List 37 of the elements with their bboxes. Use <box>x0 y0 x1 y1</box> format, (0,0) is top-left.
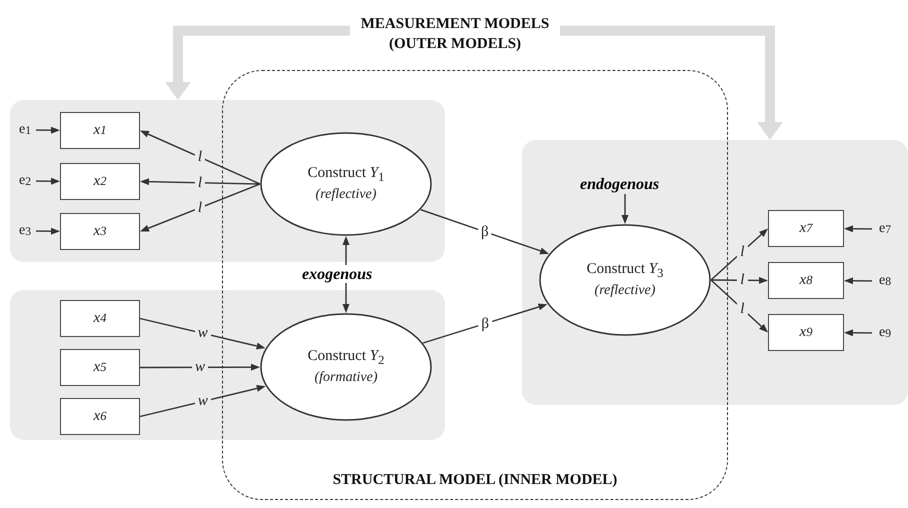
arrow <box>422 304 546 344</box>
arrow <box>140 318 264 350</box>
edge-label: β <box>478 224 492 240</box>
arrow <box>710 279 767 332</box>
arrow <box>36 126 58 134</box>
edge-label: β <box>478 315 492 332</box>
arrow <box>711 276 766 284</box>
edge-label: l <box>737 243 748 260</box>
arrow <box>420 209 548 254</box>
arrow <box>36 178 58 185</box>
construct-type: (reflective) <box>316 186 376 204</box>
heading: MEASUREMENT MODELS (OUTER MODELS) <box>350 14 560 62</box>
construct-ellipse <box>260 313 432 421</box>
construct-ellipse <box>539 224 711 336</box>
arrow <box>622 194 628 222</box>
annotation-label: endogenous <box>580 176 670 194</box>
construct-name: Construct Y$_{1}$ <box>308 164 384 186</box>
arrow <box>342 283 350 311</box>
arrow <box>142 178 260 186</box>
construct-type: (formative) <box>314 368 378 387</box>
construct-ellipse <box>260 132 432 236</box>
edge-label: l <box>737 300 748 318</box>
arrow <box>140 364 258 371</box>
arrow <box>846 277 872 284</box>
construct-type: (reflective) <box>594 282 656 300</box>
arrow <box>846 329 872 336</box>
arrow <box>710 230 766 281</box>
construct-name: Construct Y$_{3}$ <box>586 260 664 282</box>
arrow <box>140 385 264 418</box>
annotation-label: exogenous <box>302 266 392 284</box>
arrow <box>36 228 58 235</box>
arrow <box>142 183 260 232</box>
arrow <box>846 225 872 232</box>
construct-name: Construct Y$_{2}$ <box>308 347 384 369</box>
arrow <box>342 238 350 265</box>
arrow <box>142 131 260 185</box>
region-title: STRUCTURAL MODEL (INNER MODEL) <box>332 472 618 489</box>
